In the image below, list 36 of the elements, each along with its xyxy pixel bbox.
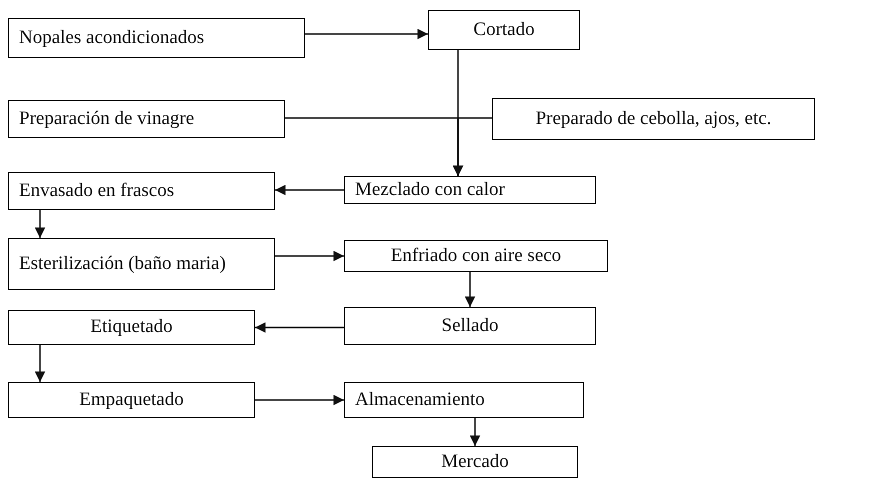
process-box bbox=[8, 18, 305, 58]
arrow bbox=[470, 418, 480, 446]
step-label: Etiquetado bbox=[90, 316, 173, 339]
arrow bbox=[275, 250, 344, 262]
step-label: Cortado bbox=[473, 18, 535, 42]
arrow bbox=[305, 28, 428, 40]
process-box bbox=[8, 382, 255, 418]
process-box bbox=[8, 238, 275, 290]
process-box bbox=[8, 310, 255, 345]
arrow bbox=[452, 117, 492, 176]
process-box bbox=[344, 240, 608, 272]
step-label: Empaquetado bbox=[79, 388, 184, 412]
process-box bbox=[344, 382, 584, 418]
step-label: Almacenamiento bbox=[355, 388, 485, 412]
process-box bbox=[372, 446, 578, 478]
process-box bbox=[8, 172, 275, 210]
arrow bbox=[255, 394, 344, 406]
step-label: Mercado bbox=[441, 450, 509, 474]
process-box bbox=[8, 100, 285, 138]
process-box bbox=[344, 307, 596, 345]
arrow bbox=[34, 210, 46, 238]
arrow bbox=[275, 184, 344, 196]
step-label: Sellado bbox=[442, 314, 498, 338]
step-label: Mezclado con calor bbox=[355, 178, 505, 202]
step-label: Preparación de vinagre bbox=[19, 108, 194, 130]
step-label: Envasado en frascos bbox=[19, 180, 174, 202]
step-label: Enfriado con aire seco bbox=[390, 244, 562, 268]
process-box bbox=[492, 98, 815, 140]
arrow bbox=[34, 345, 46, 382]
step-label: Esterilización (baño maria) bbox=[19, 252, 226, 276]
process-box bbox=[344, 176, 596, 204]
arrow bbox=[255, 322, 344, 333]
step-label: Preparado de cebolla, ajos, etc. bbox=[536, 108, 772, 130]
arrow bbox=[464, 272, 476, 307]
step-label: Nopales acondicionados bbox=[19, 26, 204, 50]
process-box bbox=[428, 10, 580, 50]
